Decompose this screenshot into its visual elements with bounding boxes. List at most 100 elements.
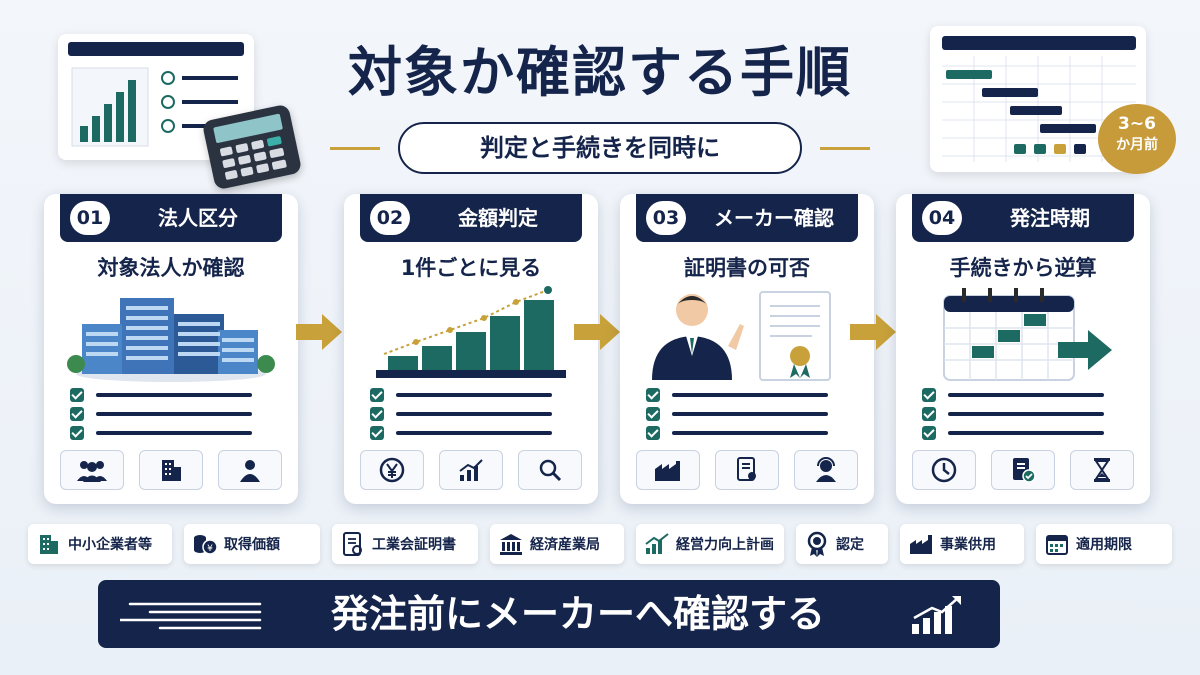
coins-icon: ¥ [192,531,218,557]
step-icon-row [360,450,582,490]
magnifier-icon [518,450,582,490]
tag-label: 取得価額 [224,537,280,553]
growth-arrow-icon [912,596,961,634]
office-building-icon [139,450,203,490]
report-illustration [58,34,254,160]
subtitle-line-right [820,147,870,150]
calendar-arrow-illustration [918,284,1128,384]
checklist-item [922,386,1112,405]
step-title: 発注時期 [1010,206,1090,230]
checkbox-icon [646,426,660,440]
step-subtitle: 証明書の可否 [684,256,810,280]
step-number: 03 [646,201,686,235]
banner-text: 発注前にメーカーへ確認する [330,592,825,636]
people-icon [60,450,124,490]
badge-line2: か月前 [1116,137,1158,153]
step-icon-row [60,450,282,490]
tag-item: 適用期限 [1036,524,1172,564]
step-header: 01 法人区分 [60,194,282,242]
keyword-tags: 中小企業者等 ¥ 取得価額 工業会証明書 経済産業局 経営力向上計画 認定 事業… [28,524,1174,564]
certificate-doc-icon [715,450,779,490]
badge-line1: 3~6 [1118,114,1156,134]
person-icon [218,450,282,490]
checklist [922,386,1112,443]
step-header: 04 発注時期 [912,194,1134,242]
award-icon [804,531,830,557]
tag-item: 経済産業局 [490,524,624,564]
checklist-item [370,424,560,443]
tag-label: 経営力向上計画 [676,537,774,553]
step-card-1: 01 法人区分 対象法人か確認 [44,194,298,504]
arrow-right-icon [296,314,342,350]
step-title: 金額判定 [458,206,538,230]
tag-label: 経済産業局 [530,537,600,553]
factory-icon [636,450,700,490]
step-header: 03 メーカー確認 [636,194,858,242]
tag-item: 工業会証明書 [332,524,478,564]
checklist [70,386,260,443]
checkbox-icon [646,388,660,402]
checkbox-icon [70,388,84,402]
svg-text:¥: ¥ [207,544,213,554]
gantt-icon [942,36,1136,162]
page-title: 対象か確認する手順 [348,41,852,104]
headset-person-icon [794,450,858,490]
tag-item: 中小企業者等 [28,524,172,564]
arrow-right-icon [850,314,896,350]
step-number: 01 [70,201,110,235]
yen-coin-icon [360,450,424,490]
report-chart-icon [68,42,244,147]
subtitle-line-left [330,147,380,150]
checkbox-icon [646,407,660,421]
checkbox-icon [922,388,936,402]
step-title: 法人区分 [158,206,238,230]
step-icon-row [636,450,858,490]
checkbox-icon [370,388,384,402]
factory-icon [908,531,934,557]
tag-label: 事業供用 [940,537,996,553]
speed-lines-icon [120,602,262,630]
rising-bars-illustration [366,284,576,384]
checklist-item [646,424,836,443]
checklist-item [646,405,836,424]
checkbox-icon [922,407,936,421]
checklist-item [70,405,260,424]
subtitle-pill: 判定と手続きを同時に [398,122,802,174]
step-card-4: 04 発注時期 手続きから逆算 [896,194,1150,504]
checkbox-icon [70,426,84,440]
tag-label: 工業会証明書 [372,537,456,553]
checked-doc-icon [991,450,1055,490]
tag-item: 経営力向上計画 [636,524,784,564]
step-subtitle: 1件ごとに見る [400,256,542,280]
checklist [370,386,560,443]
checklist-item [370,386,560,405]
bar-chart-icon [439,450,503,490]
calculator-icon [201,103,303,191]
step-header: 02 金額判定 [360,194,582,242]
clock-icon [912,450,976,490]
step-card-3: 03 メーカー確認 証明書の可否 [620,194,874,504]
tag-item: 事業供用 [900,524,1024,564]
calendar-icon [1044,531,1070,557]
checkbox-icon [922,426,936,440]
growth-chart-icon [644,531,670,557]
step-number: 04 [922,201,962,235]
step-card-2: 02 金額判定 1件ごとに見る [344,194,598,504]
step-icon-row [912,450,1134,490]
office-buildings-illustration [66,284,276,384]
checkbox-icon [370,426,384,440]
step-subtitle: 手続きから逆算 [949,256,1097,280]
tag-label: 適用期限 [1076,537,1132,553]
checklist [646,386,836,443]
building-icon [36,531,62,557]
checklist-item [922,424,1112,443]
checklist-item [370,405,560,424]
tag-item: ¥ 取得価額 [184,524,320,564]
checklist-item [70,386,260,405]
checklist-item [922,405,1112,424]
certificate-icon [340,531,366,557]
step-number: 02 [370,201,410,235]
businessman-certificate-illustration [642,284,852,384]
step-title: メーカー確認 [714,206,834,230]
timing-badge: 3~6 か月前 [1098,104,1176,174]
